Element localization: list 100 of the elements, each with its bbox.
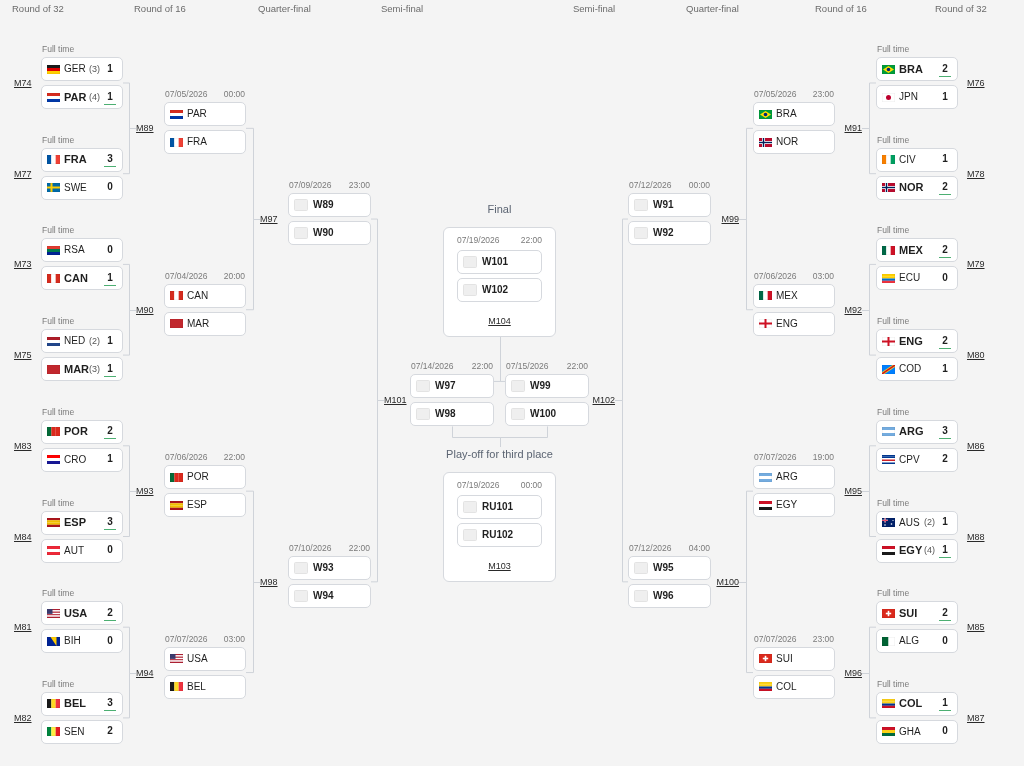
team-card (288, 583, 371, 608)
round-heading: Round of 16 (815, 3, 867, 15)
team-card (41, 85, 123, 109)
team-code: BRA (899, 62, 923, 75)
team-card (164, 283, 246, 308)
team-card (41, 238, 123, 263)
match-status: Full time (877, 496, 910, 509)
score: 2 (104, 606, 116, 621)
penalty-score: (3) (89, 363, 100, 375)
match-status: Full time (42, 587, 75, 600)
team-card (41, 538, 123, 563)
team-card (457, 250, 542, 274)
team-card (41, 57, 123, 81)
match-link: M96 (844, 666, 862, 679)
team-card (41, 719, 123, 744)
team-code: SEN (64, 725, 85, 738)
match-date: 07/04/2026 (165, 269, 208, 282)
match-link: M89 (136, 122, 154, 135)
team-code: NED (64, 335, 86, 348)
match-status: Full time (877, 405, 910, 418)
score: 2 (939, 334, 951, 349)
team-card (876, 266, 958, 291)
score: 0 (941, 271, 949, 285)
team-code: MEX (776, 289, 798, 302)
score: 2 (941, 453, 949, 467)
match-link: M83 (14, 439, 32, 452)
team-code: BEL (64, 697, 86, 710)
match-time: 20:00 (223, 269, 245, 282)
penalty-score: (2) (924, 517, 935, 528)
match-link: M94 (136, 666, 154, 679)
team-card (41, 601, 123, 626)
score: 1 (941, 362, 949, 376)
team-code: ENG (776, 317, 798, 330)
team-code: NOR (899, 181, 924, 194)
team-code: CAN (187, 289, 209, 302)
match-link: M104 (488, 315, 511, 327)
team-code: W89 (313, 199, 334, 212)
team-card (876, 329, 958, 354)
match-link: M73 (14, 258, 32, 271)
team-code: PAR (187, 108, 207, 121)
match-link: M86 (967, 439, 985, 452)
match-date: 07/05/2026 (165, 88, 208, 101)
match-link: M102 (592, 394, 615, 407)
team-card (410, 402, 494, 427)
team-card (41, 357, 123, 382)
team-code: BRA (776, 108, 797, 121)
team-code: FRA (187, 136, 207, 149)
team-code: COL (899, 697, 923, 710)
team-card (41, 691, 123, 716)
team-code: CRO (64, 453, 87, 466)
match-link: M95 (844, 485, 862, 498)
match-time: 22:00 (566, 360, 588, 373)
team-code: SUI (899, 606, 918, 619)
match-link: M81 (14, 621, 32, 634)
team-card (628, 583, 711, 608)
match-link: M87 (967, 711, 985, 724)
team-card (753, 283, 835, 308)
team-code: ESP (187, 499, 207, 512)
team-card (876, 601, 958, 626)
round-heading: Quarter-final (686, 3, 739, 15)
match-link: M79 (967, 258, 985, 271)
team-card (753, 130, 835, 155)
team-code: W100 (530, 408, 557, 421)
team-code: USA (187, 652, 208, 665)
team-card (41, 629, 123, 654)
team-card (410, 374, 494, 399)
match-date: 07/14/2026 (411, 360, 454, 373)
team-card (164, 130, 246, 155)
score: 1 (104, 90, 116, 105)
team-card (288, 193, 371, 218)
match-time: 22:00 (348, 541, 370, 554)
team-card (753, 674, 835, 699)
match-date: 07/06/2026 (754, 269, 797, 282)
match-time: 00:00 (520, 479, 542, 491)
score: 1 (104, 271, 116, 286)
team-card (288, 555, 371, 580)
team-card (753, 311, 835, 336)
team-card (41, 510, 123, 535)
team-code: W94 (313, 589, 334, 602)
score: 3 (104, 516, 116, 530)
score: 0 (106, 243, 114, 257)
match-link: M76 (967, 77, 985, 89)
match-time: 04:00 (688, 541, 710, 554)
team-card (288, 221, 371, 246)
match-link: M97 (260, 213, 278, 226)
team-code: ARG (776, 471, 798, 484)
match-date: 07/07/2026 (754, 632, 797, 645)
team-code: POR (64, 425, 88, 438)
team-code: W102 (482, 284, 509, 296)
team-card (164, 311, 246, 336)
team-card (876, 357, 958, 382)
match-date: 07/09/2026 (289, 179, 332, 192)
match-time: 03:00 (812, 269, 834, 282)
team-code: ALG (899, 635, 919, 648)
team-card (628, 193, 711, 218)
team-code: CPV (899, 453, 920, 466)
match-date: 07/12/2026 (629, 541, 672, 554)
team-card (628, 555, 711, 580)
score: 0 (941, 634, 949, 648)
team-card (164, 465, 246, 490)
